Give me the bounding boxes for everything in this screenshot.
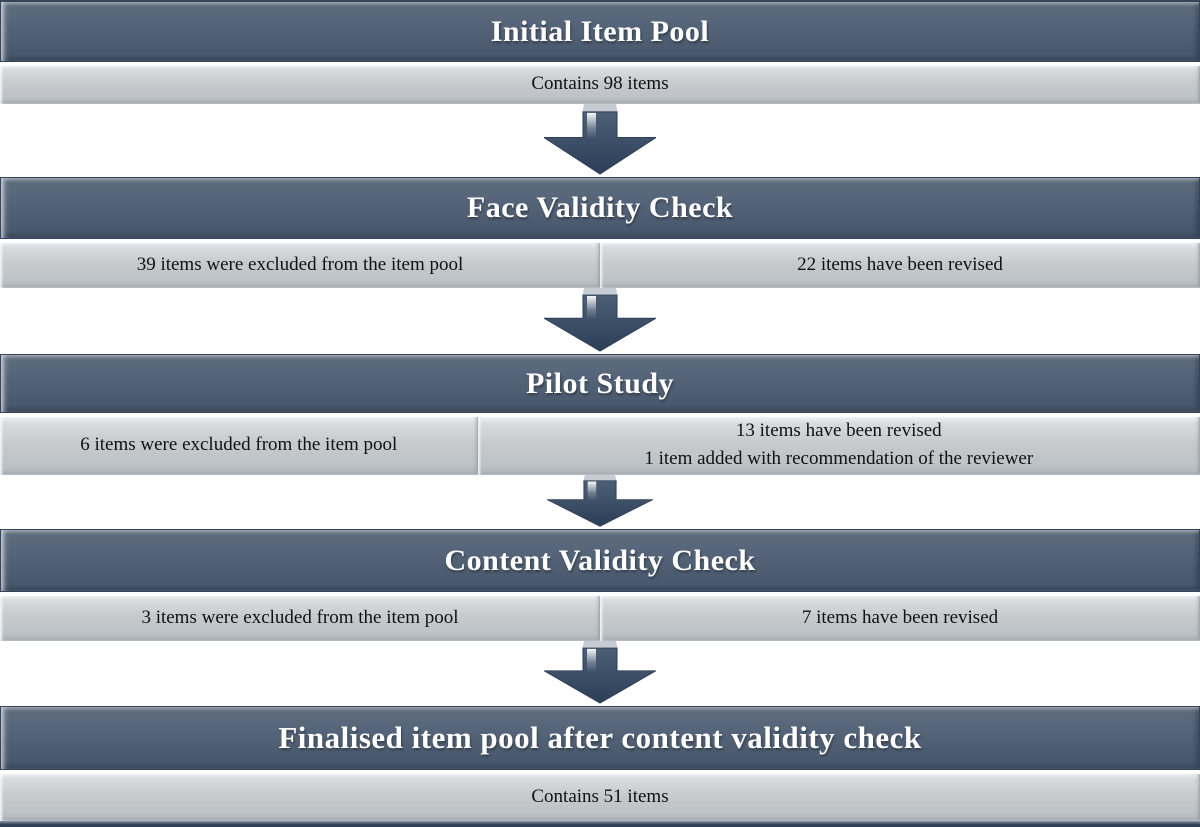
note-text: 6 items were excluded from the item pool <box>80 434 398 456</box>
flow-connector <box>0 104 1200 177</box>
note-box: Contains 98 items <box>0 64 1200 104</box>
down-arrow-icon <box>547 475 653 527</box>
flow-connector <box>0 475 1200 529</box>
note-box-revised: 13 items have been revised 1 item added … <box>477 415 1200 475</box>
stage-face-validity-check: Face Validity Check 39 items were exclud… <box>0 177 1200 288</box>
stage-title-bar: Initial Item Pool <box>0 0 1200 62</box>
note-box-excluded: 3 items were excluded from the item pool <box>0 594 600 641</box>
stage-title-bar: Content Validity Check <box>0 529 1200 592</box>
stage-initial-item-pool: Initial Item Pool Contains 98 items <box>0 0 1200 104</box>
flow-connector <box>0 288 1200 354</box>
note-text: 39 items were excluded from the item poo… <box>136 253 464 275</box>
stage-content-validity-check: Content Validity Check 3 items were excl… <box>0 529 1200 641</box>
note-box: Contains 51 items <box>0 772 1200 821</box>
stage-notes-row: 39 items were excluded from the item poo… <box>0 241 1200 288</box>
down-arrow-icon <box>544 104 656 175</box>
note-text: Contains 98 items <box>531 73 669 95</box>
stage-notes-row: Contains 51 items <box>0 772 1200 821</box>
note-text: 3 items were excluded from the item pool <box>141 606 459 628</box>
note-box-revised: 22 items have been revised <box>600 241 1200 288</box>
flow-connector <box>0 641 1200 706</box>
down-arrow-icon <box>544 641 656 704</box>
stage-title-bar: Face Validity Check <box>0 177 1200 239</box>
stage-title-bar: Finalised item pool after content validi… <box>0 706 1200 770</box>
stage-title: Content Validity Check <box>444 543 756 577</box>
stage-title-bar: Pilot Study <box>0 354 1200 413</box>
note-text: 13 items have been revised <box>735 420 942 442</box>
note-text: 22 items have been revised <box>797 253 1003 275</box>
note-text: 7 items have been revised <box>801 606 999 628</box>
note-text: 1 item added with recommendation of the … <box>644 448 1034 469</box>
stage-notes-row: 3 items were excluded from the item pool… <box>0 594 1200 641</box>
stage-title: Pilot Study <box>525 366 675 400</box>
stage-finalised-item-pool: Finalised item pool after content validi… <box>0 706 1200 821</box>
stage-notes-row: Contains 98 items <box>0 64 1200 104</box>
note-box-excluded: 6 items were excluded from the item pool <box>0 415 478 475</box>
stage-notes-row: 6 items were excluded from the item pool… <box>0 415 1200 475</box>
stage-title: Finalised item pool after content validi… <box>278 720 922 755</box>
stage-title: Face Validity Check <box>466 191 734 224</box>
note-text: Contains 51 items <box>531 785 669 807</box>
stage-pilot-study: Pilot Study 6 items were excluded from t… <box>0 354 1200 475</box>
note-box-revised: 7 items have been revised <box>600 594 1200 641</box>
frame-bottom-edge <box>0 821 1200 827</box>
stage-title: Initial Item Pool <box>490 14 710 48</box>
note-box-excluded: 39 items were excluded from the item poo… <box>0 241 600 288</box>
down-arrow-icon <box>544 288 656 352</box>
